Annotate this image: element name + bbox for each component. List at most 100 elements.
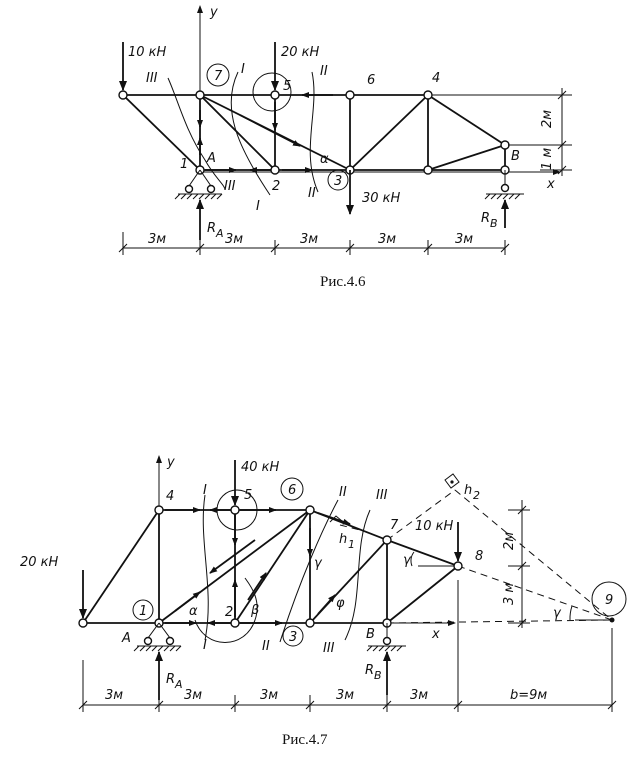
fig1-dim-height-top: 2м xyxy=(540,110,555,128)
fig1-dim-3: 3м xyxy=(300,232,318,247)
fig1-section-2-bottom: II xyxy=(308,186,316,201)
fig1-caption: Рис.4.6 xyxy=(320,274,366,290)
figure-4-7: y x xyxy=(20,455,627,748)
fig2-node6-circle xyxy=(280,477,304,501)
fig1-joints xyxy=(118,90,510,175)
fig2-load-10: 10 кН xyxy=(415,519,454,534)
fig1-node-3: 3 xyxy=(334,174,342,189)
fig1-y-axis-label: y xyxy=(209,5,218,20)
fig2-angle-alpha: α xyxy=(189,604,198,619)
fig2-dimension-line xyxy=(78,580,617,712)
fig1-load-10: 10 кН xyxy=(128,45,167,60)
fig2-load-40: 40 кН xyxy=(241,460,280,475)
fig2-node2-cut xyxy=(194,577,258,643)
fig1-node-2: 2 xyxy=(272,179,280,194)
fig1-support-b xyxy=(484,170,524,200)
fig1-section-3-bottom: III xyxy=(224,179,236,194)
fig2-angle-phi: φ xyxy=(336,596,345,611)
fig1-dim-5: 3м xyxy=(455,232,473,247)
fig2-loads xyxy=(79,460,462,619)
fig1-section-2-top: II xyxy=(320,64,328,79)
fig2-node-2: 2 xyxy=(225,605,233,620)
fig2-section-2-top: II xyxy=(339,485,347,500)
fig2-height-h1: h xyxy=(339,532,347,547)
fig1-section-1-top: I xyxy=(241,62,245,77)
fig1-node-5: 5 xyxy=(283,79,291,94)
fig2-reaction-b-label: R xyxy=(365,663,374,678)
fig1-reaction-a-label: R xyxy=(207,221,216,236)
fig2-dim-3: 3м xyxy=(260,688,278,703)
fig1-section-lines xyxy=(167,71,319,196)
fig2-dim-4: 3м xyxy=(336,688,354,703)
fig2-support-b xyxy=(366,623,406,652)
fig1-reaction-b-label: R xyxy=(481,211,490,226)
fig2-dim-height-top: 2м xyxy=(502,532,517,550)
fig1-node-6: 6 xyxy=(367,73,375,88)
fig1-member-force-arrows xyxy=(197,92,333,173)
fig2-angle-gamma-2: γ xyxy=(403,553,412,568)
fig2-angle-gamma-1: γ xyxy=(314,556,323,571)
fig1-node-1: 1 xyxy=(180,157,188,172)
fig2-angle-gamma-3: γ xyxy=(553,606,562,621)
fig2-support-a xyxy=(133,622,182,652)
fig1-section-1-bottom: I xyxy=(256,199,260,214)
fig1-vertical-dimension xyxy=(432,88,572,176)
fig1-support-a xyxy=(174,169,223,200)
fig1-load-30: 30 кН xyxy=(362,191,401,206)
fig2-caption: Рис.4.7 xyxy=(282,732,328,748)
fig1-reaction-a-sub: A xyxy=(215,227,224,240)
fig1-node3-circle xyxy=(327,169,349,191)
fig2-height-h2-sub: 2 xyxy=(473,489,480,502)
fig2-section-lines xyxy=(202,494,371,643)
fig2-section-1-top: I xyxy=(203,483,207,498)
fig2-vertical-dimension xyxy=(508,500,530,628)
fig1-dim-height-bottom: 1 м xyxy=(540,148,555,170)
fig1-dim-1: 3м xyxy=(148,232,166,247)
fig1-truss-members xyxy=(122,94,506,171)
fig2-node-3: 3 xyxy=(289,630,297,645)
fig2-member-force-arrows xyxy=(165,507,351,626)
fig2-node1-circle xyxy=(132,599,154,621)
fig2-section-2-bottom: II xyxy=(262,639,270,654)
figure-4-6: y x xyxy=(118,5,572,290)
fig1-reaction-b-sub: B xyxy=(490,217,498,230)
fig2-section-3-bottom: III xyxy=(323,641,335,656)
fig2-x-axis-label: x xyxy=(431,627,440,642)
fig1-dimension-line xyxy=(118,232,510,255)
fig2-node-9: 9 xyxy=(605,593,613,608)
fig1-section-3-top: III xyxy=(146,71,158,86)
fig2-dim-1: 3м xyxy=(105,688,123,703)
fig1-node-7: 7 xyxy=(214,69,223,84)
fig2-dim-6: b=9м xyxy=(510,688,547,703)
fig1-angle-alpha: α xyxy=(320,152,329,167)
fig1-load-20: 20 кН xyxy=(281,45,320,60)
fig2-node-6: 6 xyxy=(288,483,296,498)
fig1-support-a-label: A xyxy=(206,151,216,166)
fig2-reaction-a-sub: A xyxy=(174,678,183,691)
fig2-section-3-top: III xyxy=(376,488,388,503)
fig2-node-7: 7 xyxy=(390,518,399,533)
fig2-node-1: 1 xyxy=(139,604,147,619)
fig1-support-b-label: B xyxy=(511,149,520,164)
fig2-node3-circle xyxy=(282,625,304,647)
fig2-dim-height-bottom: 3 м xyxy=(502,583,517,605)
fig1-dim-4: 3м xyxy=(378,232,396,247)
fig2-truss-members xyxy=(82,509,459,624)
fig2-reaction-a-label: R xyxy=(166,672,175,687)
fig1-node-4: 4 xyxy=(432,71,440,86)
fig2-node5-cut xyxy=(216,489,258,531)
fig2-angle-beta: β xyxy=(250,603,259,618)
fig2-dim-5: 3м xyxy=(410,688,428,703)
fig2-reaction-b-sub: B xyxy=(374,669,382,682)
fig2-node-8: 8 xyxy=(475,549,483,564)
fig2-height-h2: h xyxy=(464,483,472,498)
fig2-support-a-label: A xyxy=(121,631,131,646)
fig1-x-axis-label: x xyxy=(546,177,555,192)
fig2-support-b-label: B xyxy=(366,627,375,642)
fig2-load-20: 20 кН xyxy=(20,555,59,570)
fig2-section-1-bottom: I xyxy=(203,638,207,653)
fig2-y-axis-label: y xyxy=(166,455,175,470)
fig1-node5-cut xyxy=(252,72,292,112)
